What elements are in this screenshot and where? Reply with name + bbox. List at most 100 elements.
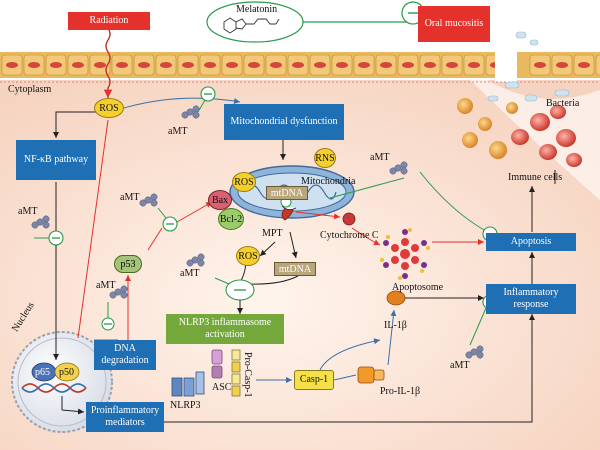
il1b-label: IL-1β [384, 320, 407, 331]
cell-nucleus [226, 62, 238, 68]
cytoplasm-label: Cytoplasm [8, 84, 52, 95]
amt-label-left: aMT [18, 206, 38, 217]
proinflammatory-mediators-box: Proinflammatory mediators [86, 402, 164, 432]
amt-label-lower: aMT [180, 268, 200, 279]
radiation-box: Radiation [68, 12, 150, 30]
amt-molecule [150, 193, 158, 201]
bax-node: Bax [208, 190, 232, 210]
bacteria-cluster [511, 105, 582, 167]
cell-nucleus [50, 62, 62, 68]
cell-nucleus [446, 62, 458, 68]
cell-nucleus [534, 62, 546, 68]
apoptosis-box: Apoptosis [486, 233, 576, 251]
amt-molecule [192, 111, 200, 119]
dna-degradation-box: DNA degradation [94, 340, 156, 370]
amt-molecule [476, 351, 484, 359]
cell-nucleus [358, 62, 370, 68]
p50-label: p50 [59, 367, 74, 378]
bcl2-node: Bcl-2 [218, 208, 244, 230]
amt-molecule [470, 348, 478, 356]
cell-nucleus [72, 62, 84, 68]
amt-molecule [114, 288, 122, 296]
cell-nucleus [402, 62, 414, 68]
cell-nucleus [292, 62, 304, 68]
amt-molecule [109, 291, 117, 299]
casp1-box: Casp-1 [294, 370, 334, 390]
amt-molecule [120, 291, 128, 299]
amt-molecule [394, 164, 402, 172]
mpt-pore [281, 207, 294, 221]
cell-nucleus [468, 62, 480, 68]
pro-il1b-label: Pro-IL-1β [380, 386, 421, 397]
amt-molecule [31, 221, 39, 229]
amt-molecule [42, 215, 50, 223]
amt-label-inflam: aMT [450, 360, 470, 371]
amt-molecule [150, 199, 158, 207]
amt-molecule [400, 167, 408, 175]
cell-nucleus [138, 62, 150, 68]
amt-molecule [465, 351, 473, 359]
cell-nucleus [424, 62, 436, 68]
pro-casp1-label: Pro-Casp-1 [242, 352, 253, 398]
amt-molecule [36, 218, 44, 226]
cell-nucleus [28, 62, 40, 68]
amt-molecule [400, 161, 408, 169]
mtdna-tag-lower: mtDNA [274, 262, 316, 276]
il1b-molecule [386, 290, 406, 306]
epithelial-cell [595, 54, 600, 76]
asc-label: ASC [212, 382, 232, 393]
apoptosome-label: Apoptosome [392, 282, 444, 293]
amt-molecule [42, 221, 50, 229]
cell-nucleus [160, 62, 172, 68]
cell-nucleus [270, 62, 282, 68]
rns-node: RNS [314, 148, 336, 168]
mitochondria-label: Mitochondria [301, 176, 356, 187]
oral-mucositis-box: Oral mucositis [418, 6, 490, 42]
inflammatory-response-box: Inflammatory response [486, 284, 576, 314]
cell-nucleus [182, 62, 194, 68]
ros-node-mito: ROS [232, 172, 256, 192]
amt-molecule [139, 199, 147, 207]
cell-nucleus [248, 62, 260, 68]
pro-il1b-molecule [357, 366, 385, 384]
p65-label: p65 [35, 367, 50, 378]
immune-cells-label: Immune cells [508, 172, 563, 183]
mpt-label: MPT [262, 228, 283, 239]
nfkb-pathway-box: NF-κB pathway [16, 140, 96, 180]
melatonin-molecule [223, 17, 280, 34]
ros-node-top: ROS [94, 98, 124, 118]
ros-node-lower: ROS [236, 246, 260, 266]
cell-nucleus [314, 62, 326, 68]
amt-molecule [144, 196, 152, 204]
amt-molecule [181, 111, 189, 119]
p53-node: p53 [114, 255, 142, 273]
cell-nucleus [94, 62, 106, 68]
cell-nucleus [116, 62, 128, 68]
apoptosome-complex [380, 228, 430, 280]
cell-nucleus [578, 62, 590, 68]
nlrp3-complex [171, 349, 241, 397]
amt-molecule [120, 285, 128, 293]
cytochrome-c-molecule [342, 212, 356, 226]
amt-molecule [389, 167, 397, 175]
cell-nucleus [380, 62, 392, 68]
melatonin-label: Melatonin [236, 4, 278, 15]
amt-label-mid: aMT [120, 192, 140, 203]
cell-nucleus [556, 62, 568, 68]
amt-molecule [197, 253, 205, 261]
cell-nucleus [336, 62, 348, 68]
nlrp3-activation-box: NLRP3 inflammasome activation [166, 314, 284, 344]
amt-label-top: aMT [168, 126, 188, 137]
amt-molecule [191, 256, 199, 264]
amt-label-nuc: aMT [96, 280, 116, 291]
bacteria-label: Bacteria [546, 98, 580, 109]
cytochrome-c-label: Cytochrome C [320, 230, 379, 241]
amt-molecule [197, 259, 205, 267]
amt-molecule [186, 108, 194, 116]
mitochondrial-dysfunction-box: Mitochondrial dysfunction [224, 104, 344, 140]
amt-label-right: aMT [370, 152, 390, 163]
cell-nucleus [6, 62, 18, 68]
radiation-ray [103, 27, 113, 98]
nlrp3-label: NLRP3 [170, 400, 201, 411]
